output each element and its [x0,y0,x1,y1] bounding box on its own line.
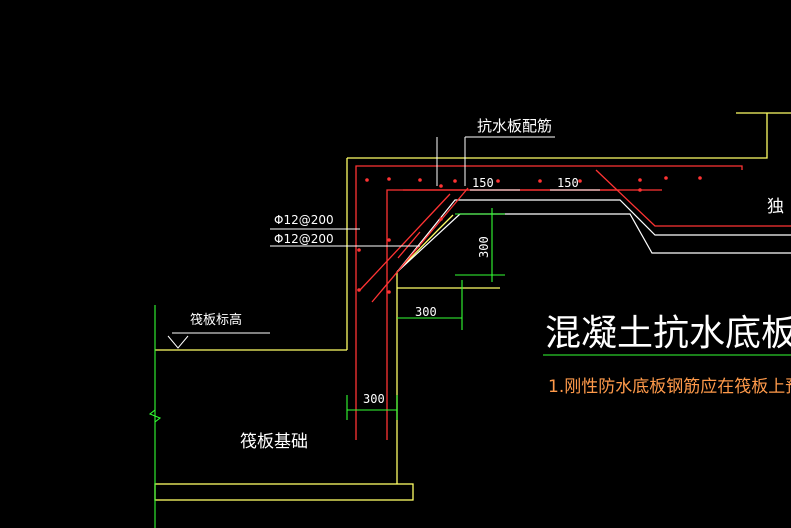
label-rebar-2: Φ12@200 [274,232,334,246]
haunch-edge [396,214,454,273]
concrete-outline [154,112,791,501]
slab-bottom-outline [396,199,791,273]
rebar-bent-1 [359,193,451,291]
rebar-dots [357,176,702,294]
dim-wall-300: 300 [363,392,385,406]
rebar-bent-2 [371,187,469,303]
dim-width-300: 300 [415,305,437,319]
dim-spacing-right: 150 [557,176,579,190]
rebar-bent-3 [397,231,421,259]
dim-height-300: 300 [477,236,491,258]
raft-bottom-slab [154,483,414,501]
rebar-top-outer [355,165,743,440]
drawing-note: 1.刚性防水底板钢筋应在筏板上预留不得插 [548,377,791,397]
dimension-lines [148,208,791,528]
dim-spacing-left: 150 [472,176,494,190]
label-raft-foundation: 筏板基础 [240,432,308,452]
label-raft-elevation: 筏板标高 [190,312,242,328]
label-independent-partial: 独 [767,197,784,217]
label-anti-water-slab-rebar: 抗水板配筋 [477,117,552,135]
leader-lines [167,136,600,349]
slab-top-edge [347,113,768,159]
rebar-lines [355,165,791,440]
label-rebar-1: Φ12@200 [274,213,334,227]
rebar-slab-bottom [595,169,791,227]
drawing-title: 混凝土抗水底板做法 [545,313,791,354]
